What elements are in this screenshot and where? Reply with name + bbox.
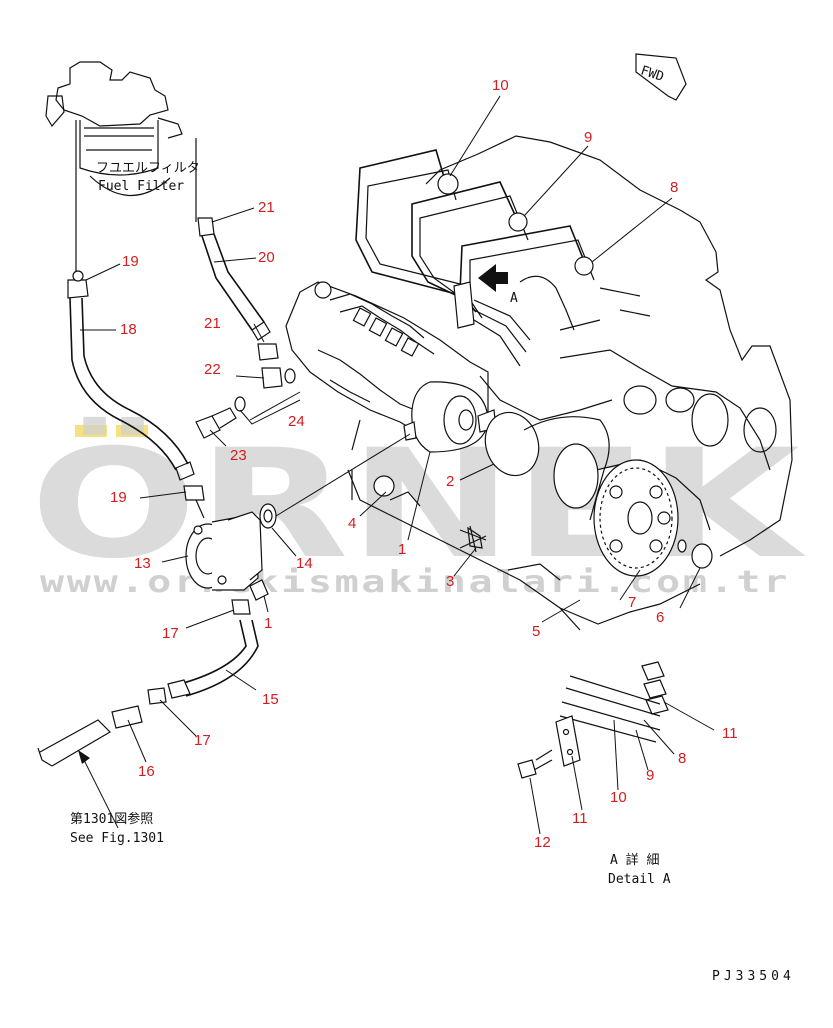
callout-2: 2 <box>446 473 454 490</box>
callout-22: 22 <box>204 361 221 378</box>
callout-23: 23 <box>230 447 247 464</box>
callout-21-top: 21 <box>258 199 275 216</box>
callout-3: 3 <box>446 573 454 590</box>
callout-13: 13 <box>134 555 151 572</box>
callout-9-top: 9 <box>584 129 592 146</box>
callout-15: 15 <box>262 691 279 708</box>
washer-near-gear <box>677 539 687 553</box>
callout-16: 16 <box>138 763 155 780</box>
callout-10-detail: 10 <box>610 789 627 806</box>
callout-10-top: 10 <box>492 77 509 94</box>
fwd-label: FWD <box>639 63 666 85</box>
hose-20 <box>197 217 271 341</box>
view-arrow-a: A <box>478 264 518 306</box>
callout-6: 6 <box>656 609 664 626</box>
callout-19-low: 19 <box>110 489 127 506</box>
leader-lines <box>80 95 701 763</box>
callout-17-a: 17 <box>162 625 179 642</box>
callout-21-mid: 21 <box>204 315 221 332</box>
fuel-filter-label-jp: フユエルフィルタ <box>96 161 200 176</box>
callout-5: 5 <box>532 623 540 640</box>
hose-18 <box>67 270 195 481</box>
nut-6 <box>691 543 713 569</box>
fwd-arrow: FWD <box>635 53 687 101</box>
fuel-filter-label-en: Fuel Filter <box>98 179 184 194</box>
pipe-16 <box>37 705 143 767</box>
watermark: ÖRNEK www.ornekismakinalari.com.tr <box>30 416 806 600</box>
detail-label-en: Detail A <box>608 872 671 887</box>
see-fig-label-jp: 第1301図参照 <box>70 811 153 827</box>
o-ring-2 <box>484 411 540 477</box>
callout-12: 12 <box>534 834 551 851</box>
callout-24: 24 <box>288 413 305 430</box>
fittings-21-22-24 <box>195 343 301 439</box>
detail-label-jp: A 詳 細 <box>610 852 659 868</box>
engine-block <box>347 135 793 631</box>
callout-18: 18 <box>120 321 137 338</box>
injection-pump <box>285 281 497 453</box>
callout-19-top: 19 <box>122 253 139 270</box>
fuel-filter: フユエルフィルタ Fuel Filter <box>45 61 200 197</box>
callout-14: 14 <box>296 555 313 572</box>
view-marker-label: A <box>510 291 518 306</box>
see-fig-label-en: See Fig.1301 <box>70 831 164 846</box>
injection-lines <box>355 149 595 367</box>
callout-8-top: 8 <box>670 179 678 196</box>
gear-7 <box>593 459 679 577</box>
callout-7: 7 <box>628 594 636 611</box>
callouts: 10 9 8 21 19 20 18 21 22 24 23 19 2 4 13… <box>110 77 738 851</box>
hose-15 <box>147 619 259 705</box>
callout-11-a: 11 <box>722 725 738 742</box>
watermark-accent-left <box>75 425 107 437</box>
detail-a: A 詳 細 Detail A <box>517 661 715 887</box>
callout-11-b: 11 <box>572 810 588 827</box>
callout-1-low: 1 <box>264 615 272 632</box>
feed-pump-13 <box>183 485 277 615</box>
callout-9-detail: 9 <box>646 767 654 784</box>
drawing-code: PJ33504 <box>712 969 795 984</box>
watermark-url: www.ornekismakinalari.com.tr <box>40 565 790 600</box>
callout-1-mid: 1 <box>398 541 406 558</box>
callout-4: 4 <box>348 515 356 532</box>
callout-20: 20 <box>258 249 275 266</box>
see-fig-arrow <box>78 750 119 829</box>
callout-8-detail: 8 <box>678 750 686 767</box>
watermark-accent-right <box>116 425 148 437</box>
callout-17-b: 17 <box>194 732 211 749</box>
